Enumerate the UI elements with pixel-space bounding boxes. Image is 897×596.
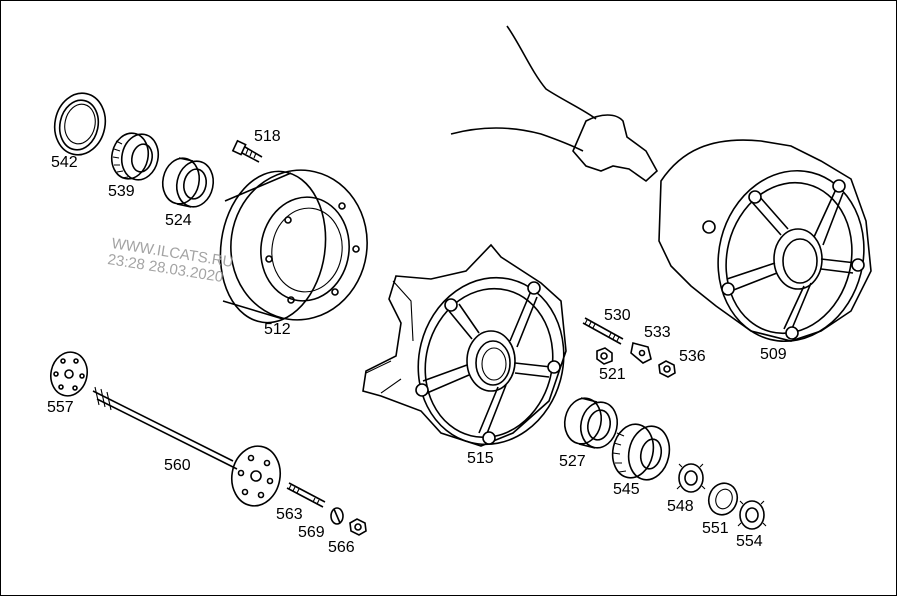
label-509[interactable]: 509 [760,346,787,363]
label-530[interactable]: 530 [604,307,631,324]
label-539[interactable]: 539 [108,183,135,200]
label-527[interactable]: 527 [559,453,586,470]
part-518-bolt[interactable] [231,139,263,163]
part-530-stud[interactable] [582,317,624,345]
label-563[interactable]: 563 [276,506,303,523]
part-521-nut[interactable] [596,347,613,365]
label-533[interactable]: 533 [644,324,671,341]
label-518[interactable]: 518 [254,128,281,145]
part-560-axle-shaft[interactable] [92,386,285,510]
part-509-wheel-hub[interactable] [450,25,882,357]
label-521[interactable]: 521 [599,366,626,383]
part-563-stud[interactable] [286,482,326,508]
label-524[interactable]: 524 [165,212,192,229]
part-554-slotted-nut[interactable] [737,500,767,530]
part-527-ring[interactable] [561,395,622,451]
part-533-lock-plate[interactable] [630,342,652,364]
label-569[interactable]: 569 [298,524,325,541]
label-557[interactable]: 557 [47,399,74,416]
part-548-slotted-nut[interactable] [676,463,706,493]
part-536-nut[interactable] [658,360,676,378]
label-560[interactable]: 560 [164,457,191,474]
part-524-ring[interactable] [159,155,218,210]
part-551-washer[interactable] [704,479,741,519]
label-551[interactable]: 551 [702,520,729,537]
label-536[interactable]: 536 [679,348,706,365]
label-512[interactable]: 512 [264,321,291,338]
label-542[interactable]: 542 [51,154,78,171]
label-515[interactable]: 515 [467,450,494,467]
part-545-bearing[interactable] [608,420,674,483]
part-566-nut[interactable] [349,518,367,536]
part-539-bearing[interactable] [108,130,163,183]
part-542-seal[interactable] [49,88,111,159]
part-512-brake-drum[interactable] [211,161,377,329]
label-548[interactable]: 548 [667,498,694,515]
label-554[interactable]: 554 [736,533,763,550]
part-557-gasket[interactable] [47,349,91,400]
part-515-wheel-hub[interactable] [362,243,581,460]
label-545[interactable]: 545 [613,481,640,498]
label-566[interactable]: 566 [328,539,355,556]
part-569-washer[interactable] [330,507,344,525]
